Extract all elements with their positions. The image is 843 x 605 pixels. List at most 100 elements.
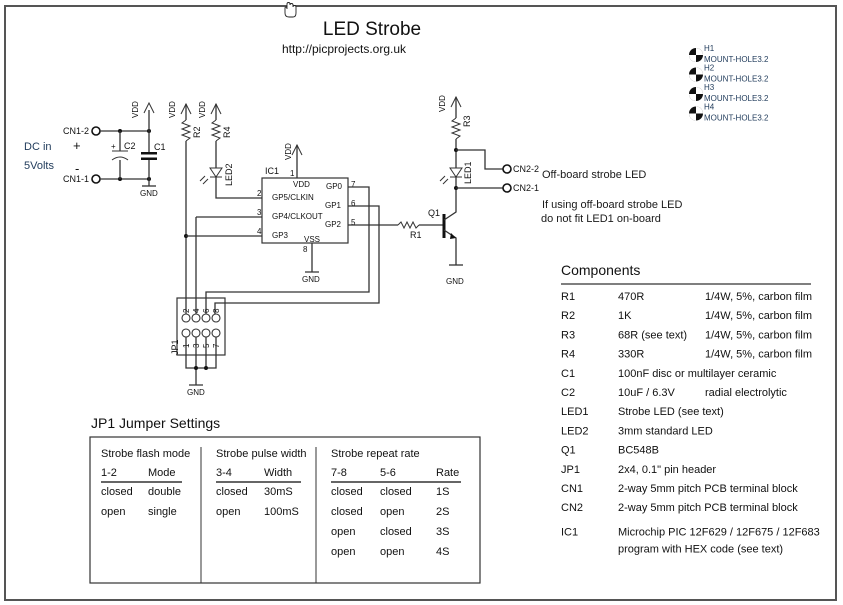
svg-text:4: 4 <box>257 227 262 236</box>
component-ref: LED2 <box>561 425 589 437</box>
jp1-pin <box>181 313 191 323</box>
sheet-frame <box>4 5 837 601</box>
svg-text:2: 2 <box>257 189 262 198</box>
svg-text:VDD: VDD <box>168 101 177 118</box>
component-value: 330R <box>618 349 644 361</box>
jp1-pin <box>201 328 211 338</box>
svg-text:8: 8 <box>303 245 308 254</box>
rate-cell: open <box>331 526 355 538</box>
svg-text:Strobe flash mode: Strobe flash mode <box>101 448 190 460</box>
cn1-2-label: CN1-2 <box>63 126 89 136</box>
component-value: Strobe LED (see text) <box>618 406 724 418</box>
svg-text:3: 3 <box>257 208 262 217</box>
svg-text:GP4/CLKOUT: GP4/CLKOUT <box>272 212 323 221</box>
warn-note-1: If using off-board strobe LED <box>542 199 682 211</box>
jp1-pin <box>181 328 191 338</box>
q1-label: Q1 <box>428 208 440 218</box>
svg-text:5: 5 <box>351 218 356 227</box>
svg-text:Strobe pulse width: Strobe pulse width <box>216 448 307 460</box>
cn2-1-label: CN2-1 <box>513 183 539 193</box>
component-desc: radial electrolytic <box>705 387 787 399</box>
svg-text:open: open <box>216 506 240 518</box>
rate-cell: 4S <box>436 546 449 558</box>
rate-cell: closed <box>380 526 412 538</box>
component-ref: JP1 <box>561 464 580 476</box>
jp1-pin-number: 4 <box>192 308 201 313</box>
project-url[interactable]: http://picprojects.org.uk <box>282 42 407 56</box>
component-value: BC548B <box>618 445 659 457</box>
rate-cell: open <box>331 546 355 558</box>
component-value: 1K <box>618 310 632 322</box>
driver-section: R1 Q1 GND VDD R3 LED1 CN2-2 CN2-1 Off-bo… <box>397 95 682 286</box>
svg-text:closed: closed <box>216 486 248 498</box>
component-row: C2 10uF / 6.3V radial electrolytic <box>561 387 787 399</box>
ic1-body <box>261 177 349 244</box>
component-ref: R4 <box>561 349 575 361</box>
component-desc: 1/4W, 5%, carbon film <box>705 349 812 361</box>
svg-text:1-2: 1-2 <box>101 467 117 479</box>
jp1-pin <box>191 313 201 323</box>
svg-text:7-8: 7-8 <box>331 467 347 479</box>
jp1-pin-number: 2 <box>182 308 191 313</box>
mount-hole-ref: H4 <box>704 103 715 112</box>
ic1: IC1 VDD 1 VDD GP5/CLKIN GP4/CLKOUT GP3 G… <box>186 143 398 318</box>
offboard-note: Off-board strobe LED <box>542 169 646 181</box>
svg-text:GP3: GP3 <box>272 231 289 240</box>
jp1-pin <box>211 328 221 338</box>
led1-label: LED1 <box>463 161 473 184</box>
svg-text:double: double <box>148 486 181 498</box>
svg-text:open: open <box>101 506 125 518</box>
component-value: 2x4, 0.1" pin header <box>618 464 716 476</box>
svg-text:1: 1 <box>290 169 295 178</box>
svg-text:GP0: GP0 <box>326 182 343 191</box>
mount-hole-value: MOUNT-HOLE3.2 <box>704 55 769 64</box>
jumper-settings-title: JP1 Jumper Settings <box>91 415 220 431</box>
component-ref: C1 <box>561 368 575 380</box>
svg-text:Rate: Rate <box>436 467 459 479</box>
power-input: DC in 5Volts + - CN1-2 CN1-1 + C2 C1 VDD… <box>24 101 166 198</box>
component-value: 470R <box>618 291 644 303</box>
r1-label: R1 <box>410 230 422 240</box>
component-value: 2-way 5mm pitch PCB terminal block <box>618 502 798 514</box>
svg-text:30mS: 30mS <box>264 486 293 498</box>
component-row: JP1 2x4, 0.1" pin header <box>561 464 716 476</box>
svg-text:VDD: VDD <box>284 143 293 160</box>
component-value: 68R (see text) <box>618 329 687 341</box>
svg-text:GND: GND <box>302 275 320 284</box>
components-title: Components <box>561 262 640 278</box>
cn2-2-label: CN2-2 <box>513 164 539 174</box>
component-ref: LED1 <box>561 406 589 418</box>
svg-text:Strobe repeat rate: Strobe repeat rate <box>331 448 420 460</box>
c2-polarity: + <box>111 142 116 151</box>
svg-text:6: 6 <box>351 199 356 208</box>
mount-hole-ref: H3 <box>704 83 715 92</box>
warn-note-2: do not fit LED1 on-board <box>541 213 661 225</box>
rate-cell: open <box>380 506 404 518</box>
mount-hole-ref: H2 <box>704 64 715 73</box>
component-ref: C2 <box>561 387 575 399</box>
cn1-1-terminal <box>91 174 101 184</box>
mount-hole-ref: H1 <box>704 44 715 53</box>
component-value: 2-way 5mm pitch PCB terminal block <box>618 483 798 495</box>
component-desc: 1/4W, 5%, carbon film <box>705 310 812 322</box>
rate-cell: 1S <box>436 486 449 498</box>
svg-text:GP2: GP2 <box>325 220 342 229</box>
c2-label: C2 <box>124 141 136 151</box>
component-desc: 1/4W, 5%, carbon film <box>705 291 812 303</box>
component-ref: R2 <box>561 310 575 322</box>
svg-text:single: single <box>148 506 177 518</box>
rate-cell: closed <box>331 506 363 518</box>
component-value: program with HEX code (see text) <box>618 543 783 555</box>
component-row: C1 100nF disc or multilayer ceramic <box>561 368 777 380</box>
dc-in-label: DC in <box>24 141 52 153</box>
component-value: 100nF disc or multilayer ceramic <box>618 368 777 380</box>
svg-text:VDD: VDD <box>438 95 447 112</box>
svg-text:GND: GND <box>187 388 205 397</box>
component-value: 10uF / 6.3V <box>618 387 676 399</box>
cn1-1-label: CN1-1 <box>63 174 89 184</box>
